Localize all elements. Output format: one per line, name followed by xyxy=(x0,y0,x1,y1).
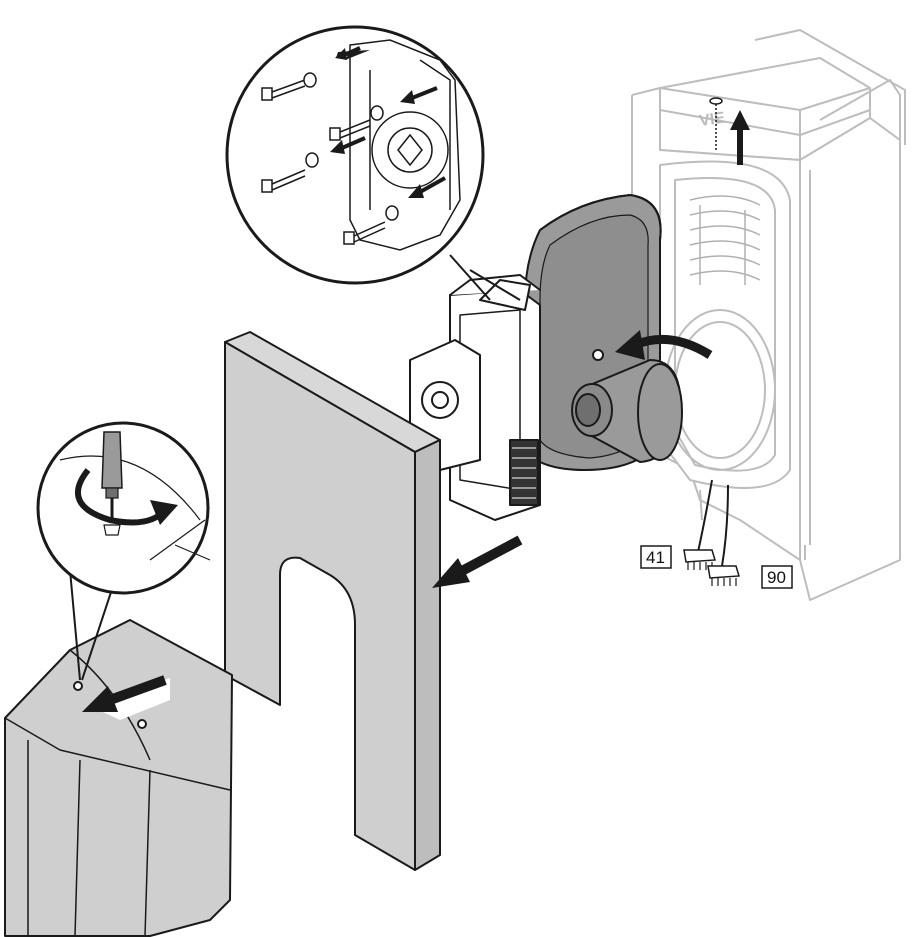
rotate-arrow-icon xyxy=(75,468,178,526)
brand-logo: VIE xyxy=(698,109,726,129)
connector-plug-90-icon xyxy=(707,565,740,586)
svg-text:90: 90 xyxy=(767,568,786,587)
lift-arrow-icon xyxy=(730,110,750,165)
screwdriver-icon xyxy=(101,431,123,536)
screw-icon xyxy=(261,72,399,245)
svg-text:41: 41 xyxy=(646,548,665,567)
label-90: 90 xyxy=(761,565,793,589)
label-41: 41 xyxy=(640,545,672,569)
bolts-detail-callout xyxy=(225,25,521,301)
panel-arrow-icon xyxy=(432,535,523,588)
connector-plug-41-icon xyxy=(683,549,716,570)
top-screw-icon xyxy=(709,97,723,150)
direction-arrow-icon xyxy=(330,46,446,198)
connector-cables xyxy=(697,479,729,567)
cover-arrow-icon xyxy=(82,675,167,712)
lower-cover xyxy=(4,619,233,937)
swing-arrow-icon xyxy=(615,330,713,360)
screwdriver-detail-callout xyxy=(36,421,211,681)
front-panel xyxy=(224,331,441,871)
burner-assembly xyxy=(409,194,683,521)
boiler-housing xyxy=(631,29,906,601)
